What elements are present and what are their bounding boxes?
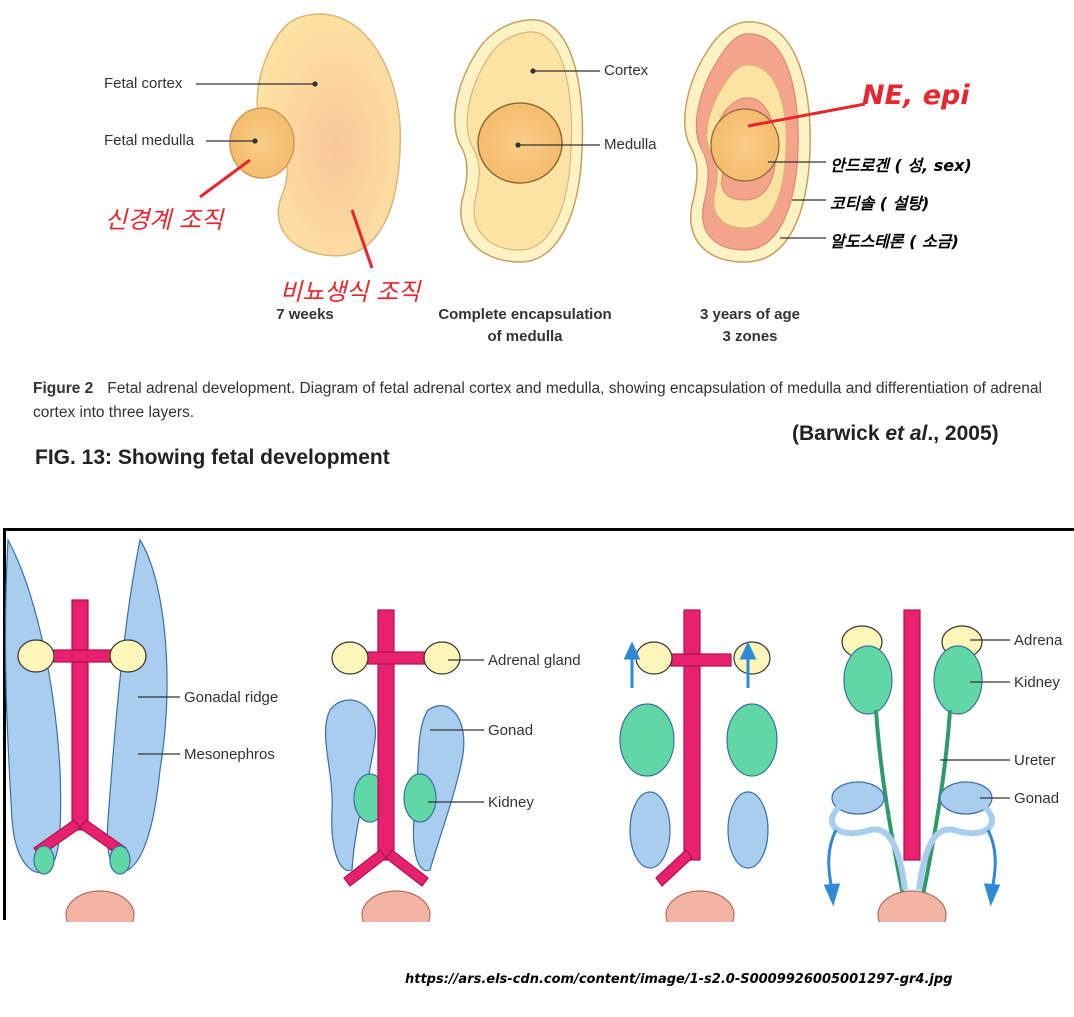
gonad-left-3 — [629, 791, 671, 869]
bladder-1 — [65, 890, 135, 922]
source-url: https://ars.els-cdn.com/content/image/1-… — [405, 972, 953, 987]
ureter-right-4 — [920, 709, 952, 901]
medulla-shape — [477, 102, 563, 184]
renal-branch-1 — [44, 649, 116, 663]
panel-4-final — [829, 609, 995, 922]
label-gonad: Gonad — [488, 722, 534, 739]
kidney-bud-right-1 — [109, 845, 131, 875]
figure-number: Figure 2 — [33, 380, 94, 397]
stage-3-years-line1: 3 years of age — [699, 306, 801, 323]
adrenal-right-1 — [109, 639, 147, 673]
aorta-1 — [71, 599, 89, 831]
stage-7-weeks-drawing — [229, 13, 402, 257]
kidney-right-3 — [726, 703, 778, 777]
gonad-right-3 — [727, 791, 769, 869]
label-aldosterone: 알도스테론 ( 소금) — [830, 232, 959, 251]
iliac-left-3 — [655, 849, 693, 887]
iliac-left-2 — [343, 849, 387, 887]
top-leader-lines — [196, 68, 826, 239]
stage-7-weeks-text: 7 weeks — [276, 306, 334, 323]
kidney-right-4 — [933, 645, 983, 715]
kidney-left-3 — [619, 703, 675, 777]
adrenal-development-diagram — [196, 13, 866, 269]
label-medulla: Medulla — [604, 136, 657, 153]
stage-3-zones-drawing — [684, 21, 811, 263]
label-adrenal-gland: Adrenal gland — [488, 652, 581, 669]
ureter-left-4 — [874, 709, 906, 901]
fetal-cortex-shape — [256, 13, 402, 257]
gonad-left-2 — [324, 699, 377, 872]
kidney-right-2 — [403, 773, 437, 823]
vas-right-4 — [916, 803, 995, 891]
fig-label: FIG. 13: Showing fetal development — [35, 446, 390, 469]
mesonephros-right — [106, 538, 168, 873]
label-kidney-2: Kidney — [1014, 674, 1060, 691]
stage-encapsulation-line1: Complete encapsulation — [438, 306, 612, 323]
gonad-left-4 — [831, 781, 885, 815]
fetal-medulla-shape — [229, 107, 295, 179]
label-gonad-2: Gonad — [1014, 790, 1060, 807]
stage-label-3-years: 3 years of age 3 zones — [680, 304, 820, 348]
bottom-panel-frame — [3, 528, 1074, 920]
adrenal-right-2 — [423, 641, 461, 675]
stage-label-7-weeks: 7 weeks — [255, 304, 355, 326]
bladder-4 — [877, 890, 947, 922]
citation-etal: et al — [885, 422, 928, 445]
citation-close: ., 2005) — [927, 422, 999, 445]
3zones-medulla-shape — [710, 108, 780, 182]
aorta-4 — [903, 609, 921, 861]
figure-caption-text: Fetal adrenal development. Diagram of fe… — [33, 380, 1042, 421]
label-cortisol: 코티솔 ( 설탕) — [830, 194, 930, 213]
mesonephros-left — [4, 537, 62, 874]
adrenal-left-1 — [17, 639, 55, 673]
urogenital-development-diagram — [4, 537, 1010, 922]
label-fetal-cortex: Fetal cortex — [104, 75, 183, 92]
label-androgen: 안드로겐 ( 성, sex) — [830, 156, 972, 175]
label-cortex: Cortex — [604, 62, 649, 79]
label-gonadal-ridge: Gonadal ridge — [184, 689, 279, 706]
bladder-2 — [361, 890, 431, 922]
label-mesonephros: Mesonephros — [184, 746, 275, 763]
annotation-ne-epi: NE, epi — [862, 80, 970, 111]
aorta-3 — [683, 609, 701, 861]
label-ureter: Ureter — [1014, 752, 1056, 769]
bladder-3 — [665, 890, 735, 922]
red-annotation-lines — [199, 102, 866, 269]
citation-open: (Barwick — [792, 422, 886, 445]
annotation-neural-tissue: 신경계 조직 — [105, 206, 224, 234]
stage-encapsulation-line2: of medulla — [487, 328, 563, 345]
panel-2-adrenal-gland — [324, 609, 465, 922]
kidney-bud-left-1 — [33, 845, 55, 875]
kidney-left-4 — [843, 645, 893, 715]
label-adrena: Adrena — [1014, 632, 1063, 649]
stage-label-encapsulation: Complete encapsulation of medulla — [425, 304, 625, 348]
vas-left-4 — [829, 803, 908, 891]
panel-1-gonadal-ridge — [4, 537, 168, 922]
panel-3-ascent — [619, 609, 778, 922]
stage-3-years-line2: 3 zones — [722, 328, 778, 345]
movement-arrows — [623, 641, 1001, 907]
stage-encapsulation-drawing — [454, 19, 584, 263]
citation: (Barwick et al., 2005) — [792, 422, 999, 446]
adrenal-left-2 — [331, 641, 369, 675]
label-kidney: Kidney — [488, 794, 534, 811]
adrenal-left-3 — [635, 641, 673, 675]
iliac-right-2 — [385, 849, 429, 887]
bottom-leader-lines — [138, 639, 1010, 803]
aorta-2 — [377, 609, 395, 861]
label-fetal-medulla: Fetal medulla — [104, 132, 195, 149]
annotation-urogenital-tissue: 비뇨생식 조직 — [280, 278, 421, 306]
